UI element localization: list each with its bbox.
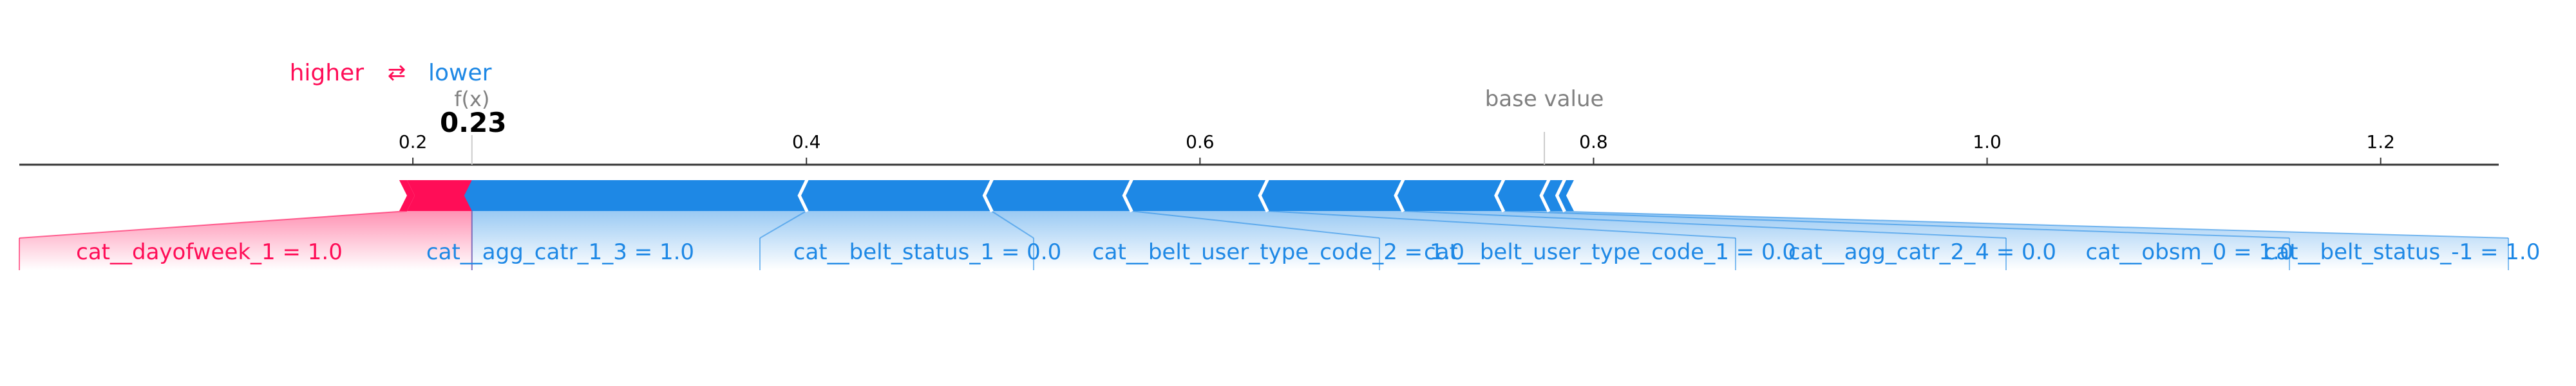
feature-fill-lower xyxy=(1502,211,2508,270)
feature-bar-lower xyxy=(1395,180,1503,211)
feature-label-lower: cat__belt_user_type_code_1 = 0.0 xyxy=(1424,239,1796,265)
feature-connectors xyxy=(19,210,2509,270)
axis-tick-label: 0.2 xyxy=(399,131,428,152)
feature-bars xyxy=(399,178,1574,213)
feature-label-lower: cat__belt_status_1 = 0.0 xyxy=(793,239,1061,265)
feature-label-lower: cat__obsm_0 = 1.0 xyxy=(2086,239,2294,265)
feature-fill-lower xyxy=(991,211,1379,270)
output-value-number: 0.23 xyxy=(440,107,507,138)
base-value-label: base value xyxy=(1485,86,1604,112)
axis-ticks: 0.2 0.4 0.6 0.8 1.0 1.2 xyxy=(399,131,2395,165)
axis-tick-label: 1.2 xyxy=(2366,131,2395,152)
output-value-label: f(x) xyxy=(454,87,489,111)
feature-connector xyxy=(19,210,408,239)
legend: higher ⇄ lower xyxy=(290,60,492,86)
feature-label-higher: cat__dayofweek_1 = 1.0 xyxy=(76,239,343,265)
axis-tick-label: 0.8 xyxy=(1579,131,1608,152)
feature-fill-lower xyxy=(760,211,1034,270)
feature-label-lower: cat__belt_status_-1 = 1.0 xyxy=(2264,239,2541,265)
feature-connector xyxy=(1131,210,1380,239)
axis-tick-label: 0.6 xyxy=(1186,131,1215,152)
feature-fill-higher xyxy=(19,211,472,270)
feature-fill-lower xyxy=(1131,211,1736,270)
feature-separator xyxy=(1122,178,1133,213)
feature-separator xyxy=(1258,178,1269,213)
feature-connector xyxy=(990,210,1034,239)
legend-arrow-icon: ⇄ xyxy=(388,60,406,86)
feature-bar-lower xyxy=(464,180,807,211)
feature-label-lower: cat__belt_user_type_code_2 = 1.0 xyxy=(1092,239,1464,265)
feature-bar-higher xyxy=(406,180,472,211)
feature-bar-lower xyxy=(1123,180,1267,211)
legend-higher: higher xyxy=(290,60,365,86)
feature-labels: cat__agg_catr_1_3 = 1.0 cat__belt_status_… xyxy=(76,239,2540,265)
feature-connector xyxy=(1502,210,2290,239)
feature-separator xyxy=(1539,178,1551,213)
feature-connector xyxy=(1267,210,1736,239)
axis-tick-label: 1.0 xyxy=(1973,131,2002,152)
feature-label-lower: cat__agg_catr_1_3 = 1.0 xyxy=(426,239,694,265)
feature-bar-lower xyxy=(983,180,1132,211)
feature-fill-lower xyxy=(1403,211,2289,270)
feature-bar-lower xyxy=(1259,180,1403,211)
feature-fill-lower xyxy=(1267,211,2006,270)
feature-connector xyxy=(1403,210,2007,239)
feature-bar-lower xyxy=(1495,180,1549,211)
feature-separator xyxy=(1494,178,1506,213)
feature-connector xyxy=(1548,210,2509,239)
feature-separator xyxy=(1394,178,1405,213)
feature-separator xyxy=(797,178,809,213)
feature-bar-higher-tail xyxy=(399,180,415,211)
feature-bar-lower xyxy=(799,180,992,211)
output-value: 0.23 f(x) xyxy=(440,87,507,165)
legend-lower: lower xyxy=(428,60,492,86)
feature-separator xyxy=(1555,178,1566,213)
feature-fill-lower xyxy=(471,211,807,270)
feature-connector xyxy=(759,210,807,239)
feature-fills xyxy=(19,211,2508,270)
base-value-marker: base value xyxy=(1485,86,1604,165)
feature-separator xyxy=(982,178,994,213)
feature-label-lower: cat__agg_catr_2_4 = 0.0 xyxy=(1788,239,2056,265)
axis-tick-label: 0.4 xyxy=(792,131,821,152)
